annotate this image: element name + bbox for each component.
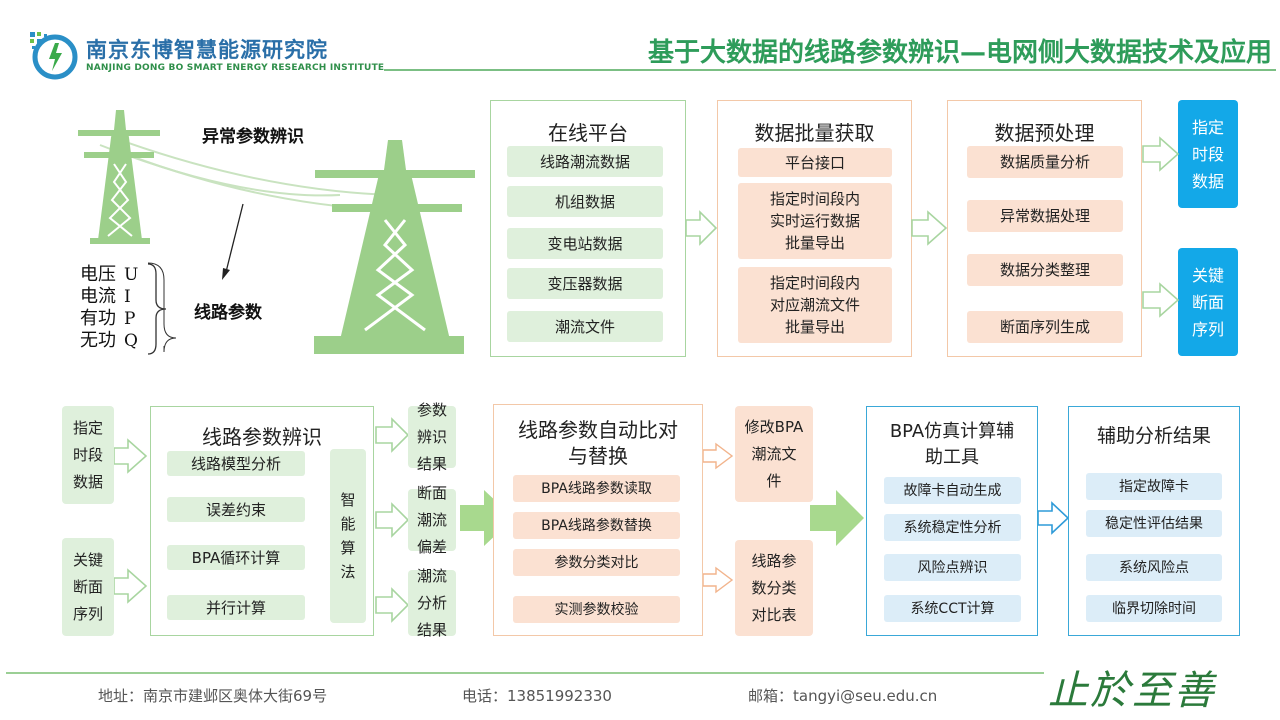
arrow-icon (702, 566, 734, 594)
title-divider (384, 69, 1276, 71)
quantity-row: 有功 P (80, 304, 135, 330)
quantity-row: 电流 I (80, 282, 131, 308)
auto-compare-item: 实测参数校验 (513, 596, 680, 623)
quantity-symbol: Q (124, 331, 138, 351)
bpa-tool-item: 风险点辨识 (884, 554, 1021, 581)
abnormal-param-label: 异常参数辨识 (202, 127, 304, 147)
motto-calligraphy: 止於至善 (1048, 668, 1216, 714)
identification-title: 线路参数辨识 (202, 425, 322, 449)
identification-item: 线路模型分析 (167, 451, 305, 476)
bpa-tool-title: BPA仿真计算辅 助工具 (889, 421, 1015, 468)
identification-result-tile: 断面 潮流 偏差 (408, 484, 456, 556)
quantity-row: 无功 Q (80, 326, 138, 352)
auto-compare-item: BPA线路参数替换 (513, 512, 680, 539)
online-platform-item: 变电站数据 (507, 228, 663, 259)
arrow-icon (1142, 282, 1180, 318)
input-data-tile: 指定 时段 数据 (62, 406, 114, 504)
compare-output-tile: 修改BPA 潮流文 件 (735, 406, 813, 502)
online-platform-item: 变压器数据 (507, 268, 663, 299)
footer-email: 邮箱：tangyi@seu.edu.cn (748, 687, 938, 705)
page-title: 基于大数据的线路参数辨识—电网侧大数据技术及应用 (647, 38, 1272, 68)
institute-logo-icon (30, 32, 78, 80)
analysis-result-item: 指定故障卡 (1086, 473, 1222, 500)
smart-algorithm-tile: 智 能 算 法 (330, 449, 366, 623)
quantity-symbol: U (124, 265, 139, 285)
arrow-icon (685, 210, 718, 246)
bpa-tool-item: 系统CCT计算 (884, 595, 1021, 622)
org-name-cn: 南京东博智慧能源研究院 (86, 38, 328, 62)
identification-item: 误差约束 (167, 497, 305, 522)
analysis-result-item: 系统风险点 (1086, 554, 1222, 581)
quantity-name: 电压 (80, 264, 116, 285)
preprocess-item: 数据分类整理 (967, 254, 1123, 286)
identification-result-tile: 参数 辨识 结果 (408, 401, 456, 473)
batch-fetch-title: 数据批量获取 (754, 121, 875, 145)
arrow-icon (702, 442, 734, 470)
output-data-tile: 关键 断面 序列 (1178, 248, 1238, 356)
batch-fetch-item: 指定时间段内 实时运行数据 批量导出 (738, 183, 892, 259)
transmission-towers-illustration (78, 110, 475, 354)
auto-compare-item: BPA线路参数读取 (513, 475, 680, 502)
output-data-tile: 指定 时段 数据 (1178, 100, 1238, 208)
quantity-symbol: I (124, 287, 131, 307)
footer-divider (6, 672, 1044, 674)
org-name-en: NANJING DONG BO SMART ENERGY RESEARCH IN… (86, 63, 385, 73)
brace-icon (147, 263, 167, 355)
footer-address: 地址：南京市建邺区奥体大街69号 (98, 687, 328, 705)
online-platform-item: 线路潮流数据 (507, 146, 663, 177)
online-platform-title: 在线平台 (548, 121, 628, 145)
arrow-icon (375, 502, 410, 538)
quantity-symbol: P (124, 309, 136, 329)
line-params-label: 线路参数 (194, 303, 262, 323)
arrow-icon (113, 438, 148, 474)
preprocess-item: 断面序列生成 (967, 311, 1123, 343)
arrow-icon (375, 587, 410, 623)
arrow-icon (113, 568, 148, 604)
analysis-result-item: 稳定性评估结果 (1086, 510, 1222, 537)
arrow-icon (810, 490, 864, 546)
analysis-result-item: 临界切除时间 (1086, 595, 1222, 622)
online-platform-item: 机组数据 (507, 186, 663, 217)
analysis-results-title: 辅助分析结果 (1096, 425, 1211, 447)
bpa-tool-item: 故障卡自动生成 (884, 477, 1021, 504)
preprocess-item: 数据质量分析 (967, 146, 1123, 178)
bpa-tool-item: 系统稳定性分析 (884, 514, 1021, 541)
input-data-tile: 关键 断面 序列 (62, 538, 114, 636)
auto-compare-title: 线路参数自动比对 与替换 (518, 418, 678, 468)
identification-result-tile: 潮流 分析 结果 (408, 567, 456, 639)
arrow-icon (1142, 136, 1180, 172)
preprocess-item: 异常数据处理 (967, 200, 1123, 232)
compare-output-tile: 线路参 数分类 对比表 (735, 540, 813, 636)
identification-item: 并行计算 (167, 595, 305, 620)
quantity-row: 电压 U (80, 260, 138, 286)
batch-fetch-item: 指定时间段内 对应潮流文件 批量导出 (738, 267, 892, 343)
arrow-icon (1037, 501, 1070, 535)
batch-fetch-item: 平台接口 (738, 148, 892, 177)
arrow-icon (911, 210, 948, 246)
quantity-name: 无功 (80, 330, 116, 351)
quantity-name: 电流 (80, 286, 116, 307)
arrow-icon (375, 417, 410, 453)
auto-compare-item: 参数分类对比 (513, 549, 680, 576)
footer-phone: 电话：13851992330 (462, 687, 612, 705)
quantity-name: 有功 (80, 308, 116, 329)
identification-item: BPA循环计算 (167, 545, 305, 570)
online-platform-item: 潮流文件 (507, 311, 663, 342)
preprocess-title: 数据预处理 (994, 121, 1095, 145)
